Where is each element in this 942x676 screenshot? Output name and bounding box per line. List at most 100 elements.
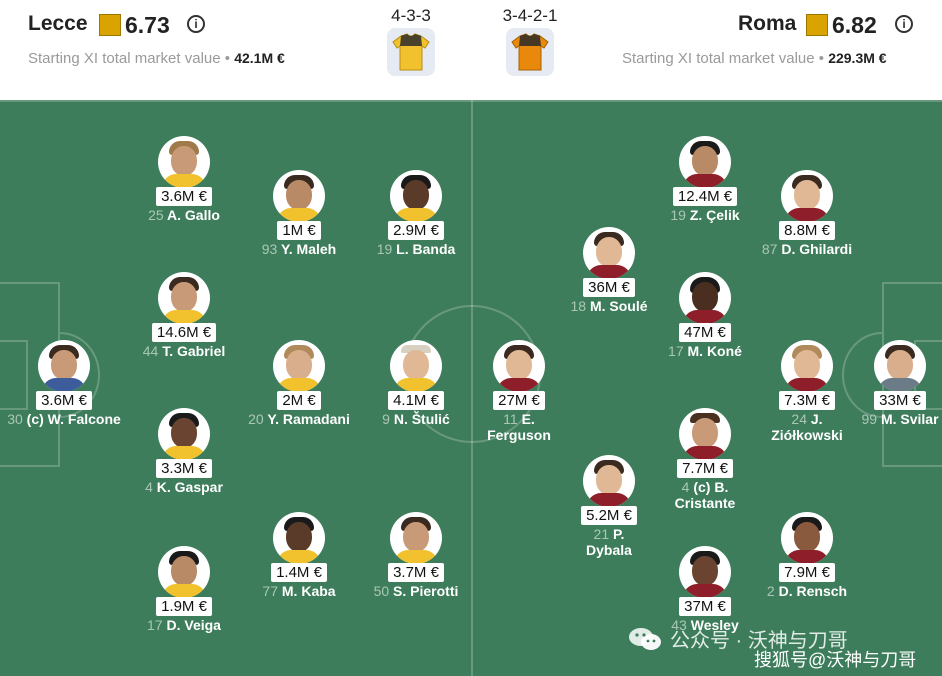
player-number: 99 <box>861 411 878 427</box>
player-card[interactable]: 7.3M € 24 J.Ziółkowski <box>747 340 867 443</box>
player-avatar <box>390 340 442 392</box>
player-card[interactable]: 33M € 99 M. Svilar <box>840 340 942 427</box>
player-name-text: N. Štulić <box>393 411 450 427</box>
player-market-value: 3.3M € <box>156 459 212 478</box>
player-name-text: Z. Çelik <box>689 207 740 223</box>
player-market-value: 1M € <box>277 221 321 240</box>
player-market-value: 2.9M € <box>388 221 444 240</box>
player-shirt <box>683 310 727 324</box>
player-number: 4 <box>681 479 690 495</box>
player-name: 19 Z. Çelik <box>645 207 765 223</box>
player-number: 87 <box>761 241 778 257</box>
player-shirt <box>394 550 438 564</box>
player-avatar <box>158 272 210 324</box>
player-card[interactable]: 8.8M € 87 D. Ghilardi <box>747 170 867 257</box>
player-name: 9 N. Štulić <box>356 411 476 427</box>
home-jersey-icon <box>387 28 435 76</box>
player-avatar <box>679 546 731 598</box>
player-number: 25 <box>148 207 164 223</box>
player-name-text-line2: Ziółkowski <box>771 427 843 443</box>
player-shirt <box>587 493 631 507</box>
player-shirt <box>878 378 922 392</box>
player-card[interactable]: 1.9M € 17 D. Veiga <box>124 546 244 633</box>
player-number: 50 <box>373 583 390 599</box>
player-card[interactable]: 27M € 11 E.Ferguson <box>459 340 579 443</box>
player-card[interactable]: 3.7M € 50 S. Pierotti <box>356 512 476 599</box>
player-card[interactable]: 3.3M € 4 K. Gaspar <box>124 408 244 495</box>
player-card[interactable]: 1M € 93 Y. Maleh <box>239 170 359 257</box>
player-avatar <box>781 340 833 392</box>
player-number: 19 <box>376 241 393 257</box>
player-shirt <box>683 584 727 598</box>
home-mv-separator: • <box>224 50 231 67</box>
player-shirt <box>683 174 727 188</box>
player-shirt <box>277 550 321 564</box>
watermark-wechat: 公众号 · 沃神与刀哥 <box>670 630 848 652</box>
player-card[interactable]: 5.2M € 21 P.Dybala <box>549 455 669 558</box>
home-mv-value: 42.1M € <box>234 50 285 66</box>
home-rating: 6.73 <box>125 12 170 38</box>
home-market-value: Starting XI total market value • 42.1M € <box>28 50 285 67</box>
player-market-value: 7.7M € <box>677 459 733 478</box>
home-rating-badge <box>99 14 121 36</box>
player-name-text: D. Ghilardi <box>781 241 853 257</box>
player-avatar <box>158 408 210 460</box>
home-formation: 4-3-3 <box>391 6 431 25</box>
player-number: 43 <box>671 617 687 633</box>
info-icon[interactable]: i <box>895 15 913 33</box>
player-name-text: Y. Maleh <box>280 241 337 257</box>
player-avatar <box>38 340 90 392</box>
player-name-text: M. Kaba <box>281 583 336 599</box>
player-number: 9 <box>382 411 390 427</box>
player-name: 50 S. Pierotti <box>356 583 476 599</box>
player-avatar <box>273 512 325 564</box>
player-number: 17 <box>147 617 163 633</box>
player-name: 4 K. Gaspar <box>124 479 244 495</box>
player-market-value: 7.9M € <box>779 563 835 582</box>
left-goal-area <box>0 340 28 410</box>
home-mv-label: Starting XI total market value <box>28 50 221 67</box>
player-name: 21 P.Dybala <box>549 526 669 558</box>
player-number: 30 <box>7 411 23 427</box>
player-name-text: L. Banda <box>396 241 456 257</box>
player-avatar <box>583 455 635 507</box>
player-name-text: M. Soulé <box>589 298 648 314</box>
player-name-text: J. <box>810 411 823 427</box>
player-card[interactable]: 1.4M € 77 M. Kaba <box>239 512 359 599</box>
player-market-value: 37M € <box>679 597 731 616</box>
player-name-text: K. Gaspar <box>156 479 223 495</box>
watermark-sohu: 搜狐号@沃神与刀哥 <box>754 650 917 670</box>
player-card[interactable]: 4.1M € 9 N. Štulić <box>356 340 476 427</box>
player-card[interactable]: 7.9M € 2 D. Rensch <box>747 512 867 599</box>
player-number: 77 <box>262 583 278 599</box>
player-card[interactable]: 3.6M € 30 (c) W. Falcone <box>4 340 124 427</box>
player-card[interactable]: 36M € 18 M. Soulé <box>549 227 669 314</box>
player-name-text-line2: Dybala <box>586 542 632 558</box>
player-number: 4 <box>145 479 153 495</box>
player-number: 17 <box>668 343 684 359</box>
player-card[interactable]: 2M € 20 Y. Ramadani <box>239 340 359 427</box>
player-market-value: 36M € <box>583 278 635 297</box>
player-card[interactable]: 2.9M € 19 L. Banda <box>356 170 476 257</box>
player-number: 19 <box>670 207 686 223</box>
player-avatar <box>874 340 926 392</box>
player-name-text: M. Koné <box>687 343 742 359</box>
player-market-value: 27M € <box>493 391 545 410</box>
player-name: 17 M. Koné <box>645 343 765 359</box>
pitch: 3.6M € 25 A. Gallo 1M € 93 Y. Maleh 2.9M… <box>0 100 942 676</box>
player-card[interactable]: 7.7M € 4 (c) B.Cristante <box>645 408 765 511</box>
player-card[interactable]: 3.6M € 25 A. Gallo <box>124 136 244 223</box>
player-shirt <box>162 174 206 188</box>
player-name-text: (c) B. <box>693 479 729 495</box>
player-card[interactable]: 14.6M € 44 T. Gabriel <box>124 272 244 359</box>
player-name: 4 (c) B.Cristante <box>645 479 765 511</box>
player-name-text: P. <box>613 526 625 542</box>
info-icon[interactable]: i <box>187 15 205 33</box>
player-avatar <box>679 136 731 188</box>
player-avatar <box>493 340 545 392</box>
player-avatar <box>781 170 833 222</box>
player-card[interactable]: 12.4M € 19 Z. Çelik <box>645 136 765 223</box>
player-card[interactable]: 37M € 43 Wesley <box>645 546 765 633</box>
player-card[interactable]: 47M € 17 M. Koné <box>645 272 765 359</box>
player-market-value: 8.8M € <box>779 221 835 240</box>
